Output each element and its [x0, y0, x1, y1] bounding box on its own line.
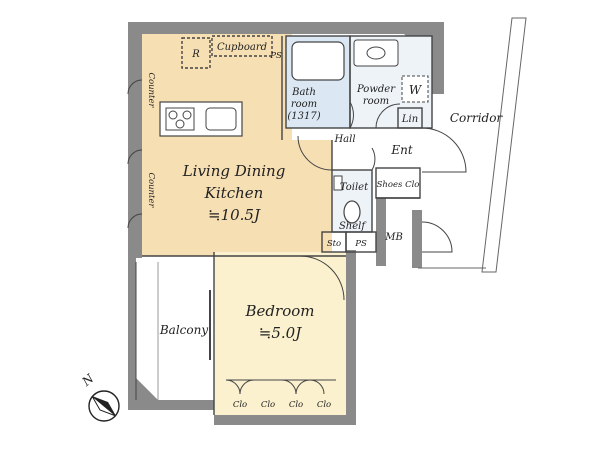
- powder-label-line2: room: [363, 96, 389, 107]
- corridor-wall: [481, 17, 527, 273]
- cupboard-outline: [211, 35, 273, 57]
- burner-3-icon: [175, 119, 185, 129]
- bedroom-size: ≒5.0J: [259, 324, 302, 342]
- walls: [128, 22, 444, 425]
- door-mb: [421, 221, 453, 253]
- wall-top: [128, 22, 444, 34]
- interior-lines: [142, 35, 433, 415]
- door-toilet: [371, 147, 376, 171]
- hall-floor: [332, 128, 376, 170]
- doors: [127, 79, 467, 301]
- wall-bottom-left: [128, 400, 214, 410]
- ps-top-label: PS: [269, 51, 282, 61]
- wall-left-upper: [128, 22, 142, 258]
- meter-box-label: MB: [384, 232, 403, 243]
- ldk-floor: [142, 34, 282, 256]
- basin-bowl-icon: [366, 46, 386, 60]
- washbasin-icon: [353, 39, 399, 67]
- ldk-size: ≒10.5J: [208, 206, 261, 224]
- bedroom-label: Bedroom: [245, 302, 315, 320]
- wall-bedroom-right: [346, 250, 356, 425]
- washer-box: [401, 75, 429, 103]
- balcony-label: Balcony: [159, 323, 208, 337]
- powder-outline: [349, 35, 433, 129]
- bathtub-icon: [291, 41, 345, 81]
- bath-label-line3: (1317): [287, 111, 320, 122]
- washstand-icon: [333, 175, 343, 191]
- wall-entrance-right: [412, 210, 422, 268]
- door-bath: [349, 101, 354, 129]
- window-left-1: [127, 79, 143, 95]
- ps-bottom-outline: [345, 231, 377, 253]
- shelf-label: Shelf: [339, 221, 367, 232]
- door-powder: [375, 103, 401, 129]
- fridge-label: R: [191, 49, 200, 60]
- door-bedroom: [299, 255, 345, 301]
- wall-left-lower: [128, 258, 136, 408]
- closet-label-4: Clo: [317, 400, 331, 410]
- wall-mb: [376, 196, 386, 266]
- window-left-3: [127, 213, 143, 229]
- shoes-closet-label: Shoes Clo: [377, 180, 420, 190]
- window-left-2: [127, 149, 143, 165]
- wall-corner-bottom-left: [128, 370, 168, 410]
- bedroom-closets: [225, 379, 336, 395]
- fridge-outline: [181, 37, 211, 69]
- powder-label-line1: Powder: [356, 84, 396, 95]
- entrance-label: Ent: [390, 143, 412, 157]
- compass-north-label: N: [79, 371, 97, 389]
- bath-label-line2: room: [291, 99, 317, 110]
- labels: Living Dining Kitchen ≒10.5J Bedroom ≒5.…: [79, 42, 504, 410]
- linen-outline: [397, 107, 423, 129]
- ldk-label-line2: Kitchen: [204, 184, 264, 202]
- closet-label-3: Clo: [289, 400, 303, 410]
- hall-label: Hall: [333, 134, 355, 145]
- closet-label-1: Clo: [233, 400, 247, 410]
- washer-label: W: [409, 83, 423, 97]
- corridor-label: Corridor: [450, 111, 504, 125]
- counter-mid-label: Counter: [146, 172, 156, 208]
- compass-icon: [88, 390, 120, 422]
- ps-bottom-label: PS: [354, 239, 367, 249]
- kitchen-counter: [159, 101, 243, 137]
- entrance-floor: [376, 128, 412, 198]
- door-ldk-hall: [297, 135, 333, 171]
- stove-icon: [165, 107, 195, 131]
- bath-label-line1: Bath: [291, 87, 316, 98]
- ldk-floor-right: [282, 140, 332, 256]
- burner-2-icon: [182, 110, 192, 120]
- cupboard-label: Cupboard: [217, 42, 267, 53]
- storage-label: Sto: [327, 239, 341, 249]
- wall-bottom-bedroom: [214, 415, 346, 425]
- burner-1-icon: [168, 110, 178, 120]
- toilet-label: Toilet: [340, 182, 369, 193]
- sink-icon: [205, 107, 237, 131]
- door-entrance: [421, 127, 467, 173]
- linen-label: Lin: [401, 114, 418, 125]
- toilet-icon: [343, 200, 361, 224]
- closet-label-2: Clo: [261, 400, 275, 410]
- counter-top-label: Counter: [146, 72, 156, 108]
- bedroom-floor: [214, 252, 346, 415]
- ldk-label-line1: Living Dining: [182, 162, 286, 180]
